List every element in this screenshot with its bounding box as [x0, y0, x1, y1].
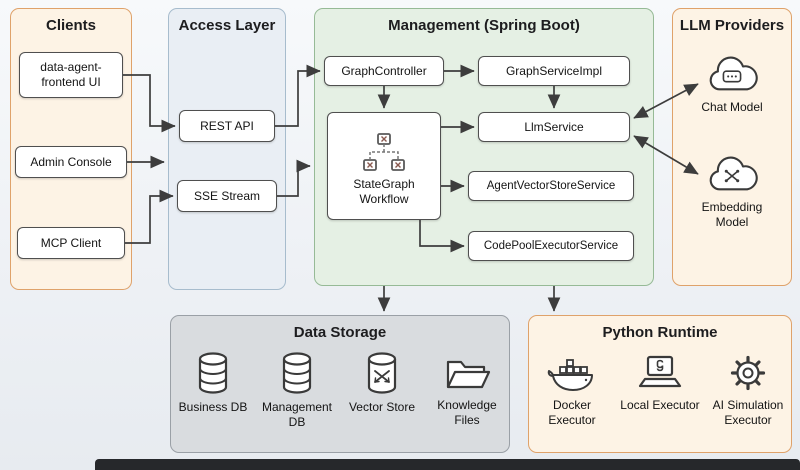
- node-mcp-client: MCP Client: [17, 227, 125, 259]
- node-rest-api: REST API: [179, 110, 275, 142]
- embedding-cloud-icon: [709, 156, 758, 191]
- node-stategraph-workflow: StateGraph Workflow: [327, 112, 441, 220]
- folder-icon: [446, 360, 491, 389]
- local-executor-label: Local Executor: [620, 398, 700, 412]
- docker-executor-item: Docker Executor: [529, 352, 615, 427]
- node-code-pool-executor-service: CodePoolExecutorService: [468, 231, 634, 261]
- chat-model-item: Chat Model: [692, 56, 772, 115]
- node-admin-console: Admin Console: [15, 146, 127, 178]
- vector-store-icon: [367, 352, 397, 394]
- node-graph-controller: GraphController: [324, 56, 444, 86]
- python-runtime-title: Python Runtime: [602, 324, 718, 341]
- management-db-item: Management DB: [255, 350, 339, 429]
- node-stategraph-label: StateGraph Workflow: [353, 176, 415, 206]
- management-title: Management (Spring Boot): [388, 17, 580, 34]
- llm-providers-title: LLM Providers: [679, 17, 785, 34]
- business-db-label: Business DB: [178, 400, 248, 414]
- docker-whale-icon: [547, 359, 593, 391]
- node-llm-service: LlmService: [478, 112, 630, 142]
- laptop-python-icon: [638, 355, 682, 388]
- node-agent-vector-store-service: AgentVectorStoreService: [468, 171, 634, 201]
- node-graph-service-impl: GraphServiceImpl: [478, 56, 630, 86]
- business-db-item: Business DB: [171, 350, 255, 415]
- embedding-model-item: Embedding Model: [692, 156, 772, 229]
- node-sse-stream: SSE Stream: [177, 180, 277, 212]
- embedding-model-label: Embedding Model: [701, 200, 763, 229]
- docker-executor-label: Docker Executor: [548, 398, 596, 427]
- vector-store-item: Vector Store: [340, 350, 424, 415]
- llm-providers-group: LLM Providers: [672, 8, 792, 286]
- arrow-mcp-client-to-sse-stream: [125, 189, 174, 244]
- vector-store-label: Vector Store: [348, 400, 416, 414]
- local-executor-item: Local Executor: [617, 352, 703, 413]
- node-data-agent-frontend-ui: data-agent-frontend UI: [19, 52, 123, 98]
- knowledge-files-item: Knowledge Files: [425, 352, 509, 427]
- management-db-label: Management DB: [261, 400, 333, 429]
- data-storage-title: Data Storage: [293, 324, 387, 341]
- workflow-graph-icon: [363, 132, 405, 171]
- gear-icon: [730, 355, 766, 391]
- ai-simulation-executor-label: AI Simulation Executor: [712, 398, 784, 427]
- access-layer-group: Access Layer: [168, 8, 286, 290]
- bottom-edge-bar: [95, 459, 800, 470]
- access-layer-title: Access Layer: [178, 17, 276, 34]
- knowledge-files-label: Knowledge Files: [437, 398, 497, 427]
- clients-title: Clients: [45, 17, 96, 34]
- chat-cloud-icon: [709, 56, 758, 91]
- ai-simulation-executor-item: AI Simulation Executor: [705, 352, 791, 427]
- chat-model-label: Chat Model: [701, 100, 763, 114]
- database-icon: [198, 352, 228, 394]
- database-icon: [282, 352, 312, 394]
